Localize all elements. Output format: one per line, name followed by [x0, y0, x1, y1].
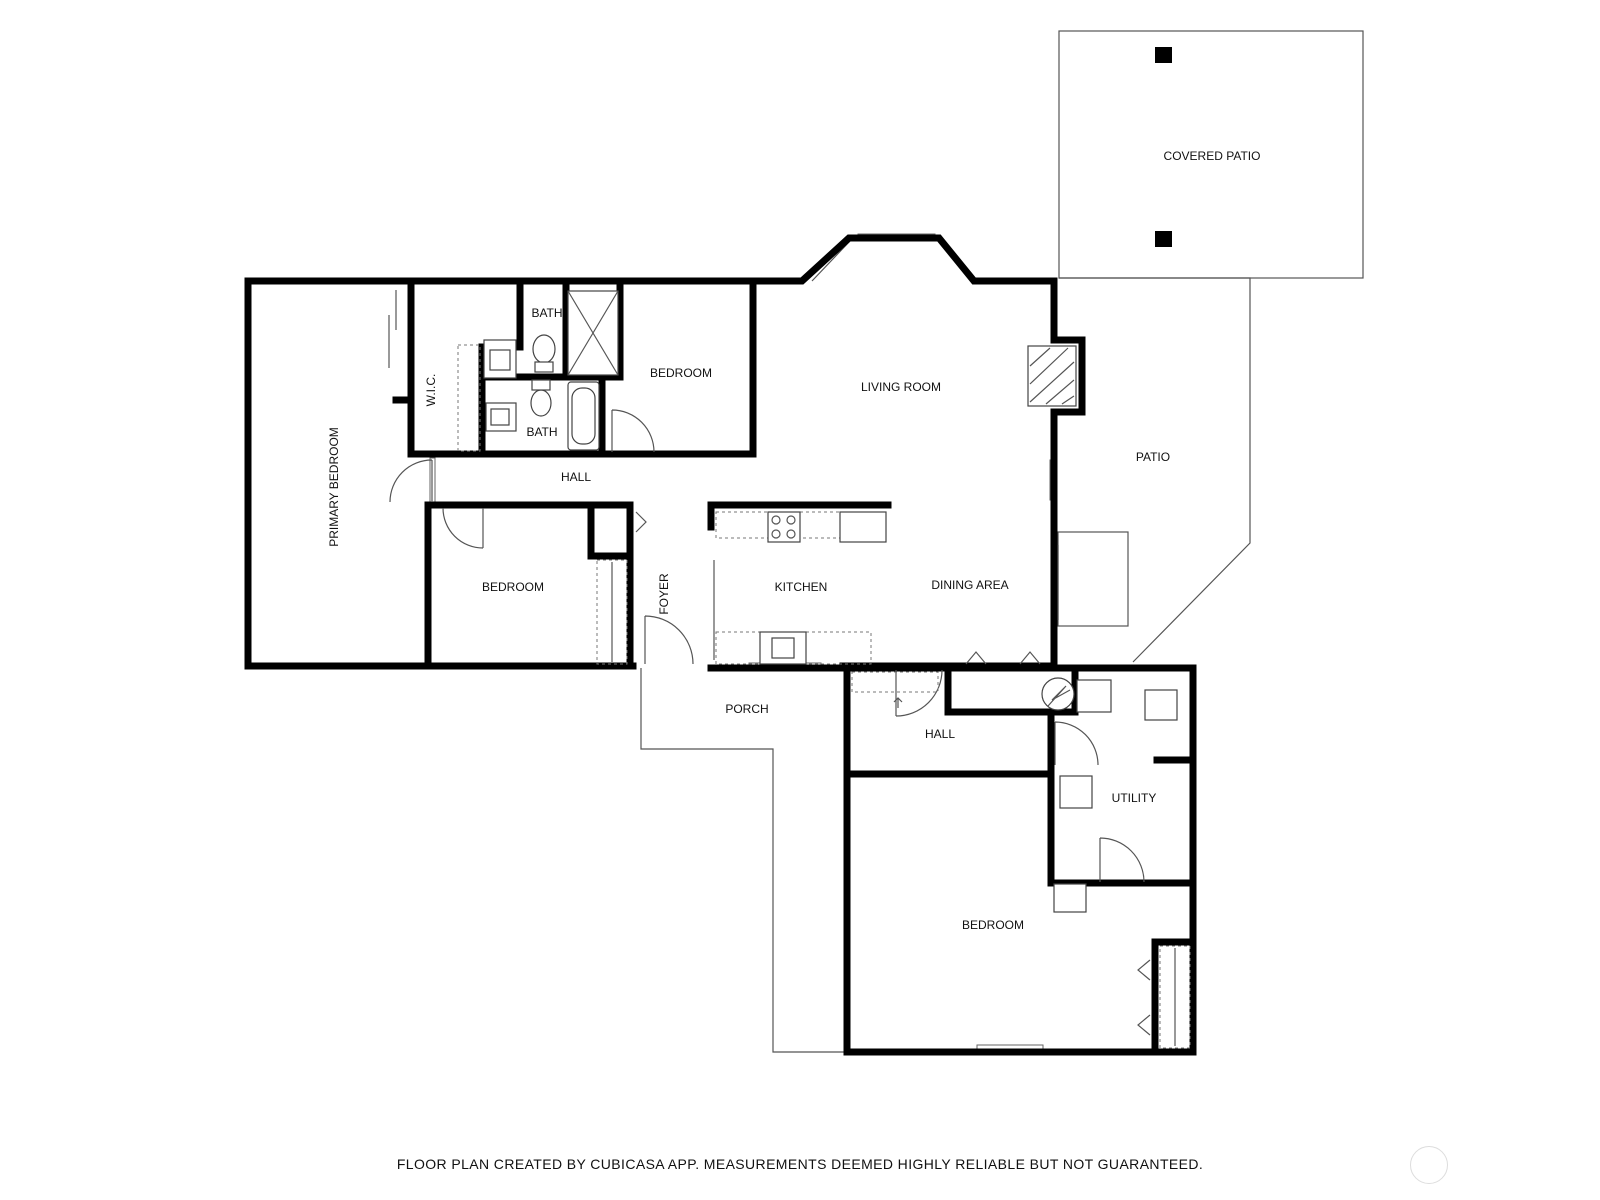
door [1099, 837, 1145, 883]
footer-disclaimer: FLOOR PLAN CREATED BY CUBICASA APP. MEAS… [396, 1156, 1204, 1172]
toilet-tank [534, 361, 554, 373]
room-label-bath-lower: BATH [526, 425, 557, 439]
room-label-bedroom-lower: BEDROOM [962, 918, 1024, 932]
door [644, 615, 694, 665]
fixtures [457, 290, 1191, 1049]
door [1137, 959, 1151, 1036]
appliance [1053, 883, 1087, 913]
room-label-wic: W.I.C. [424, 374, 438, 407]
patio-area [1059, 277, 1251, 663]
water-heater-symbol [1047, 685, 1071, 707]
room-label-bedroom-upper: BEDROOM [650, 366, 712, 380]
room-label-hall-lower: HALL [925, 727, 955, 741]
porch-area [640, 668, 848, 1053]
toilet [530, 389, 552, 417]
vanity-sink [489, 349, 511, 371]
burner [771, 515, 781, 525]
outdoor-areas [640, 30, 1364, 1053]
appliance [1059, 775, 1093, 809]
shower-drain [567, 290, 619, 376]
walls [244, 234, 1197, 1056]
stair-arrow [893, 697, 903, 708]
room-labels: COVERED PATIO PATIO PRIMARY BEDROOM W.I.… [327, 149, 1260, 932]
room-label-kitchen: KITCHEN [775, 580, 828, 594]
room-label-porch: PORCH [725, 702, 768, 716]
door [965, 651, 1041, 665]
room-label-utility: UTILITY [1112, 791, 1157, 805]
windows [312, 233, 1056, 1051]
vanity-sink [490, 408, 510, 426]
burner [786, 515, 796, 525]
room-label-dining-area: DINING AREA [931, 578, 1008, 592]
appliance [1144, 689, 1178, 721]
toilet-tank [531, 379, 551, 391]
patio-landing [1057, 531, 1129, 627]
door [389, 459, 433, 503]
room-label-primary-bedroom: PRIMARY BEDROOM [327, 427, 341, 547]
patio-post [1155, 47, 1172, 63]
closet-shelf [457, 344, 481, 452]
door [611, 409, 655, 453]
door [895, 669, 943, 717]
room-label-patio: PATIO [1136, 450, 1170, 464]
door [635, 511, 647, 533]
door [1054, 721, 1099, 766]
patio-post [1155, 231, 1172, 247]
appliance [1076, 679, 1112, 713]
bathtub-basin [571, 387, 596, 445]
fireplace-hatch [1029, 347, 1075, 405]
room-label-foyer: FOYER [657, 573, 671, 615]
closet [851, 671, 939, 693]
burner [771, 529, 781, 539]
room-label-bedroom-middle: BEDROOM [482, 580, 544, 594]
room-label-hall-main: HALL [561, 470, 591, 484]
range [767, 511, 801, 543]
room-label-living-room: LIVING ROOM [861, 380, 941, 394]
burner [786, 529, 796, 539]
window [811, 240, 851, 282]
fridge [839, 511, 887, 543]
room-label-covered-patio: COVERED PATIO [1164, 149, 1261, 163]
doors [388, 290, 1151, 1036]
kitchen-sink-basin [771, 637, 795, 659]
room-label-bath-upper: BATH [531, 306, 562, 320]
watermark-logo [1410, 1146, 1448, 1184]
toilet [532, 334, 556, 364]
closet [1159, 945, 1191, 1049]
door [442, 507, 484, 549]
closet [596, 559, 628, 665]
